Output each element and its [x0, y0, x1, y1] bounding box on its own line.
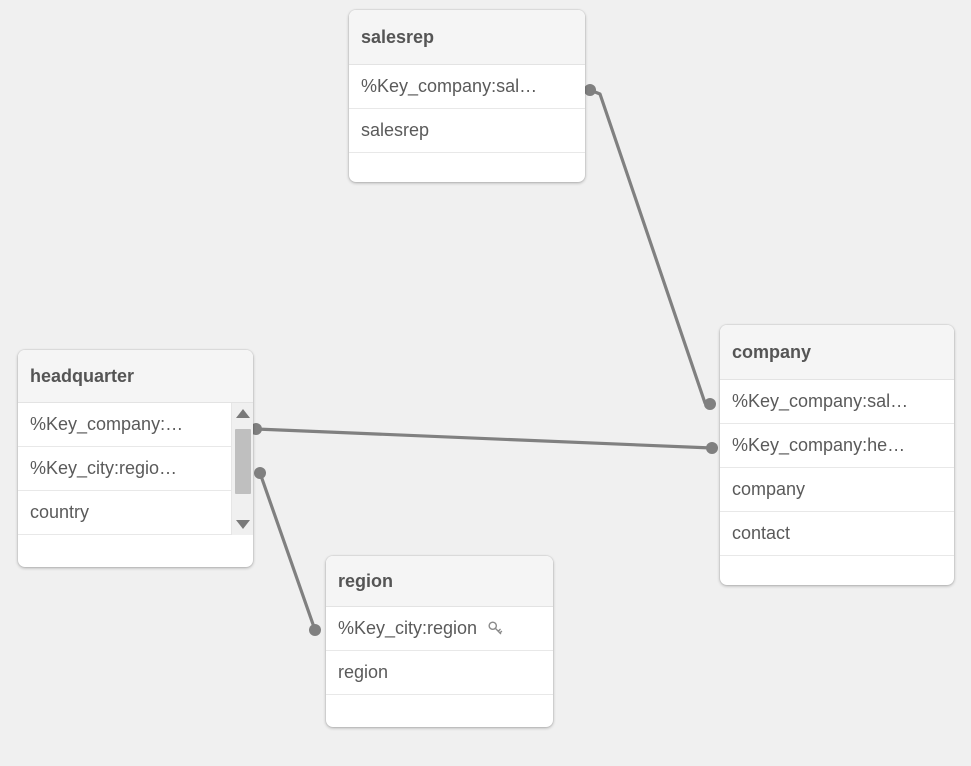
field-label: %Key_company:sal…: [361, 76, 538, 96]
field-label: %Key_city:region: [338, 618, 478, 638]
field-row[interactable]: country: [18, 491, 253, 535]
link-endpoint-headquarter-out-region[interactable]: [254, 467, 266, 479]
link-endpoint-salesrep-out[interactable]: [584, 84, 596, 96]
link-endpoint-company-in-salesrep[interactable]: [704, 398, 716, 410]
field-label: %Key_city:regio…: [30, 458, 178, 478]
scroll-down-arrow-icon[interactable]: [235, 520, 250, 529]
field-row[interactable]: region: [326, 651, 553, 695]
field-row-empty: [326, 695, 553, 727]
field-row[interactable]: %Key_city:region: [326, 607, 553, 651]
table-node-salesrep[interactable]: salesrep %Key_company:sal… salesrep: [349, 10, 585, 182]
field-label: country: [30, 502, 90, 522]
field-row[interactable]: contact: [720, 512, 954, 556]
field-row-empty: [720, 556, 954, 585]
field-list-salesrep: %Key_company:sal… salesrep: [349, 65, 585, 182]
table-node-company[interactable]: company %Key_company:sal… %Key_company:he……: [720, 325, 954, 585]
key-icon: [486, 619, 506, 639]
field-label: %Key_company:sal…: [732, 391, 909, 411]
field-label: contact: [732, 523, 791, 543]
field-label: salesrep: [361, 120, 430, 140]
field-row-empty: [349, 153, 585, 182]
field-list-headquarter: %Key_company:… %Key_city:regio…country: [18, 403, 253, 567]
field-row-empty: [18, 535, 253, 567]
field-row[interactable]: %Key_company:…: [18, 403, 253, 447]
relationship-link-salesrep-company[interactable]: [588, 88, 707, 405]
scroll-up-arrow-icon[interactable]: [235, 409, 250, 418]
table-title-salesrep: salesrep: [349, 10, 585, 65]
link-endpoint-region-in[interactable]: [309, 624, 321, 636]
link-endpoint-company-in-headquarter[interactable]: [706, 442, 718, 454]
field-row[interactable]: salesrep: [349, 109, 585, 153]
field-row[interactable]: %Key_company:sal…: [349, 65, 585, 109]
field-label: region: [338, 662, 389, 682]
field-label: %Key_company:…: [30, 414, 184, 434]
field-row[interactable]: company: [720, 468, 954, 512]
field-row[interactable]: %Key_company:sal…: [720, 380, 954, 424]
vertical-scrollbar[interactable]: [231, 403, 253, 535]
table-title-company: company: [720, 325, 954, 380]
field-list-company: %Key_company:sal… %Key_company:he…company…: [720, 380, 954, 585]
table-node-headquarter[interactable]: headquarter %Key_company:… %Key_city:regio…: [18, 350, 253, 567]
field-row[interactable]: %Key_company:he…: [720, 424, 954, 468]
relationship-link-headquarter-region[interactable]: [258, 471, 317, 632]
field-label: %Key_company:he…: [732, 435, 906, 455]
table-title-headquarter: headquarter: [18, 350, 253, 403]
scrollbar-thumb[interactable]: [234, 429, 251, 494]
field-label: company: [732, 479, 806, 499]
table-title-region: region: [326, 556, 553, 607]
field-row[interactable]: %Key_city:regio…: [18, 447, 253, 491]
relationship-link-headquarter-company[interactable]: [254, 427, 714, 450]
